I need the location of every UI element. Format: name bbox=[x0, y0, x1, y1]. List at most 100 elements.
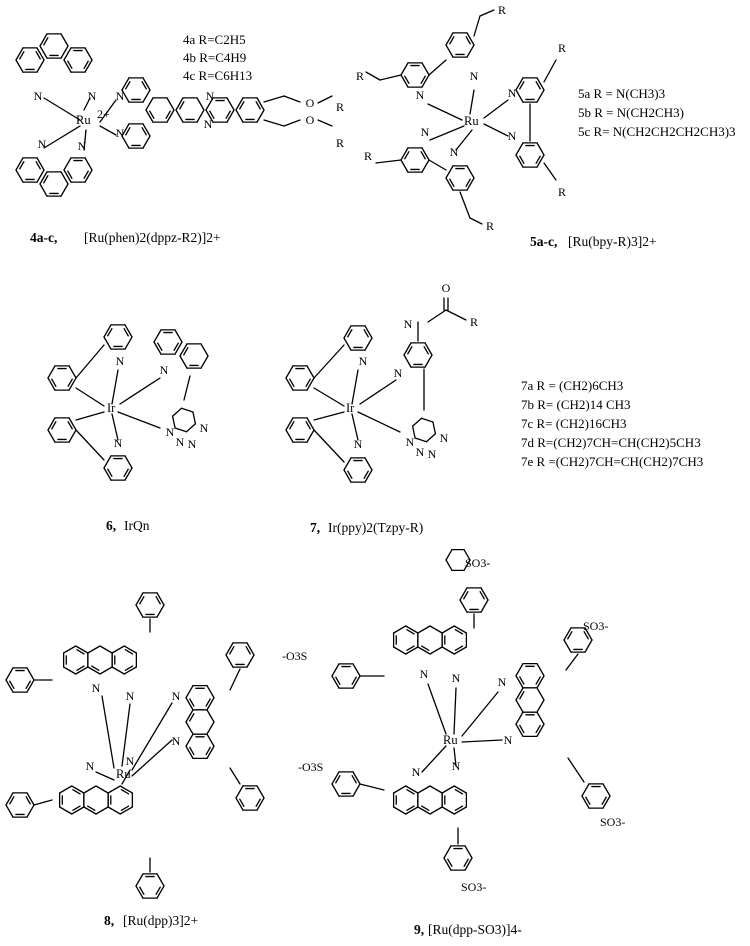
c4-dppz-double-bond bbox=[125, 81, 131, 90]
c4-coord bbox=[99, 125, 117, 136]
c4-phen1-bond bbox=[60, 33, 69, 47]
c6-tetrazole-bond bbox=[174, 427, 188, 433]
c8-ph2-double-bond bbox=[9, 680, 15, 689]
c9-dpp2-ring-c-bond bbox=[536, 723, 545, 738]
c5-n4: N bbox=[508, 129, 517, 143]
c5-bpy1-bond bbox=[466, 44, 475, 58]
c8-coord bbox=[131, 739, 173, 777]
c4-dppz-bond bbox=[205, 97, 214, 111]
c7-coord bbox=[313, 387, 345, 407]
c6-py2-bond bbox=[103, 455, 112, 469]
c9-ph5-bond bbox=[331, 771, 340, 785]
c5-r5: R bbox=[364, 149, 372, 163]
c4-phen2-double-bond bbox=[19, 161, 25, 170]
c4-dppz-bond bbox=[226, 109, 235, 123]
c5-n6: N bbox=[450, 145, 459, 159]
c8-dpp1-ring-c-bond bbox=[111, 645, 125, 654]
c8-ph6-bond bbox=[135, 873, 144, 887]
c8-dpp2-ring-c-double-bond bbox=[189, 746, 195, 756]
c4-coord bbox=[83, 129, 87, 151]
c9-ph3-double-bond bbox=[567, 631, 573, 640]
c7-ph1-bond bbox=[285, 365, 294, 379]
c4-phen2-bond bbox=[63, 169, 72, 183]
c4-o1: O bbox=[306, 96, 315, 110]
c8-ph2-double-bond bbox=[25, 680, 31, 689]
c5-coord bbox=[483, 123, 509, 137]
c9-dpp1-ring-a-bond bbox=[392, 625, 407, 634]
c9-coord bbox=[421, 745, 447, 773]
c8-n2: N bbox=[126, 689, 135, 703]
c4-r1: R bbox=[336, 100, 344, 114]
c9-coord bbox=[427, 683, 447, 735]
c8-dpp2-ring-c-bond bbox=[206, 733, 215, 747]
c4-dppz-double-bond bbox=[225, 110, 231, 119]
c5-n2: N bbox=[470, 69, 479, 83]
metal-center-ru-9: Ru bbox=[443, 733, 458, 747]
c9-coord bbox=[461, 739, 503, 743]
sulfonate-right-upper: SO3- bbox=[583, 619, 608, 633]
c9-dpp1-ring-b-bond bbox=[417, 625, 431, 634]
c5-bpy1-bond bbox=[400, 74, 409, 88]
c9-dpp3-ring-a-bond bbox=[392, 785, 407, 794]
c5-bpy2-bond bbox=[515, 89, 524, 103]
c9-dpp1-ring-c-double-bond bbox=[454, 629, 464, 635]
c6-n5: N bbox=[166, 425, 175, 439]
c5-ch2 bbox=[543, 59, 557, 83]
c4-phen2-bond bbox=[84, 169, 93, 183]
variant-7a: 7a R = (CH2)6CH3 bbox=[521, 378, 623, 393]
c8-coord bbox=[131, 702, 173, 771]
c9-ph3-bond bbox=[563, 627, 572, 641]
c4-r2: R bbox=[336, 136, 344, 150]
c8-ph1-bond bbox=[135, 592, 144, 606]
c9-dpp2-ring-c-double-bond bbox=[519, 724, 525, 734]
c9-dpp1-ring-a-bond bbox=[405, 625, 419, 634]
caption-id-7: 7, bbox=[310, 520, 320, 535]
c4-phen1-bond bbox=[84, 47, 93, 61]
c5-bpy1-bond bbox=[445, 32, 454, 46]
c9-dpp1-ring-b-bond bbox=[429, 625, 443, 634]
c4-n6: N bbox=[116, 126, 125, 140]
c9-n4: N bbox=[504, 733, 513, 747]
c9-dpp2-ring-b-bond bbox=[536, 699, 545, 713]
compound-8: Ru 8, [Ru(dpp)3]2+ bbox=[104, 767, 198, 928]
c8-ph5-bond bbox=[26, 804, 35, 818]
c5-bpy3-double-bond bbox=[420, 151, 426, 160]
c5-bpy2-double-bond bbox=[535, 81, 541, 90]
c6-py1-bond bbox=[103, 324, 112, 338]
c8-dpp3-ring-a-double-bond bbox=[72, 789, 81, 795]
c9-dpp3-ring-a-double-bond bbox=[406, 805, 415, 811]
c4-dppz-bond bbox=[226, 97, 235, 111]
c9-dpp2-ring-b-double-bond bbox=[519, 691, 525, 700]
c8-ph6-double-bond bbox=[155, 886, 161, 895]
c6-tetrazole-bond bbox=[171, 407, 183, 417]
c9-ph1-bond bbox=[459, 587, 468, 601]
c9-ph6-bond bbox=[443, 857, 452, 871]
c9-ph4-double-bond bbox=[601, 796, 607, 805]
c8-dpp1-ring-c-double-bond bbox=[124, 665, 134, 671]
c6-py2-bond bbox=[124, 467, 133, 481]
c5-bpy1-double-bond bbox=[420, 75, 426, 84]
c6-n2: N bbox=[114, 436, 123, 450]
c7-py2-bond bbox=[343, 469, 352, 483]
c5-bpy1-double-bond bbox=[449, 36, 455, 45]
c4-dppz-double-bond bbox=[179, 101, 185, 110]
c9-dpp1-ring-a-double-bond bbox=[406, 645, 415, 651]
c9-dpp2-ring-a-bond bbox=[515, 662, 524, 677]
c4-dppz-double-bond bbox=[239, 101, 245, 110]
c9-dpp3-ring-b-bond bbox=[417, 806, 431, 815]
c5-ch2 bbox=[375, 159, 402, 164]
c8-dpp3-ring-a-double-bond bbox=[72, 805, 81, 811]
c8-ph6-bond bbox=[156, 885, 165, 899]
c6-n6: N bbox=[188, 437, 197, 451]
c7-py1-double-bond bbox=[363, 329, 369, 338]
c8-ph1-bond bbox=[156, 604, 165, 618]
c4-dppz-double-bond bbox=[209, 110, 215, 119]
c4-phen2-bond bbox=[15, 157, 24, 171]
c9-ph6-bond bbox=[464, 845, 473, 859]
c9-ph1-bond bbox=[480, 587, 489, 601]
c9-dpp3-ring-c-double-bond bbox=[454, 789, 464, 795]
c8-dpp1-ring-b-bond bbox=[87, 645, 101, 654]
c9-dpp3-ring-a-bond bbox=[405, 806, 419, 815]
c8-dpp2-ring-b-bond bbox=[206, 721, 215, 735]
c8-dpp2-ring-a-bond bbox=[206, 697, 215, 711]
